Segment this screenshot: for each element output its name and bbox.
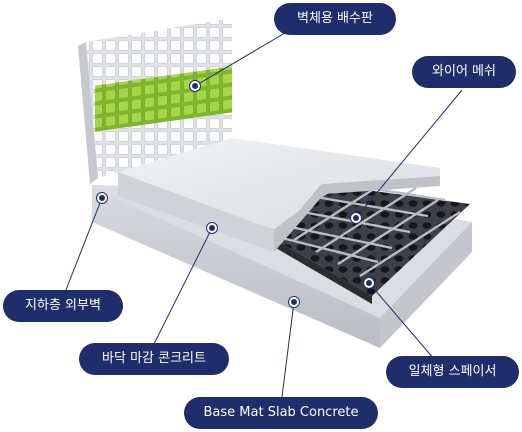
spacer-label: 일체형 스페이서 <box>386 356 519 388</box>
floor-concrete-cut-edge <box>274 176 440 252</box>
base-slab-label: Base Mat Slab Concrete <box>184 397 378 429</box>
base-slab-front-face <box>92 188 380 348</box>
drain-board-label: 벽체용 배수판 <box>274 3 396 35</box>
underground-wall-label: 지하층 외부벽 <box>3 290 123 322</box>
floor-concrete-label: 바닥 마감 콘크리트 <box>79 343 229 375</box>
drain-board-marker-dot <box>190 81 200 91</box>
spacer-marker-dot <box>364 278 374 288</box>
underground-wall-marker-dot <box>97 193 107 203</box>
base-slab-marker-dot <box>289 297 299 307</box>
exterior-wall-edge <box>78 42 98 184</box>
base-slab-right-face <box>380 222 472 348</box>
wire-mesh-label: 와이어 메쉬 <box>412 56 516 88</box>
wire-mesh-marker-dot <box>351 213 361 223</box>
leader-lines <box>61 29 463 398</box>
spacer-layer-edge <box>262 232 372 304</box>
floor-concrete-front <box>118 172 274 252</box>
floor-concrete-marker-dot <box>207 223 217 233</box>
floor-concrete-top <box>118 138 440 230</box>
